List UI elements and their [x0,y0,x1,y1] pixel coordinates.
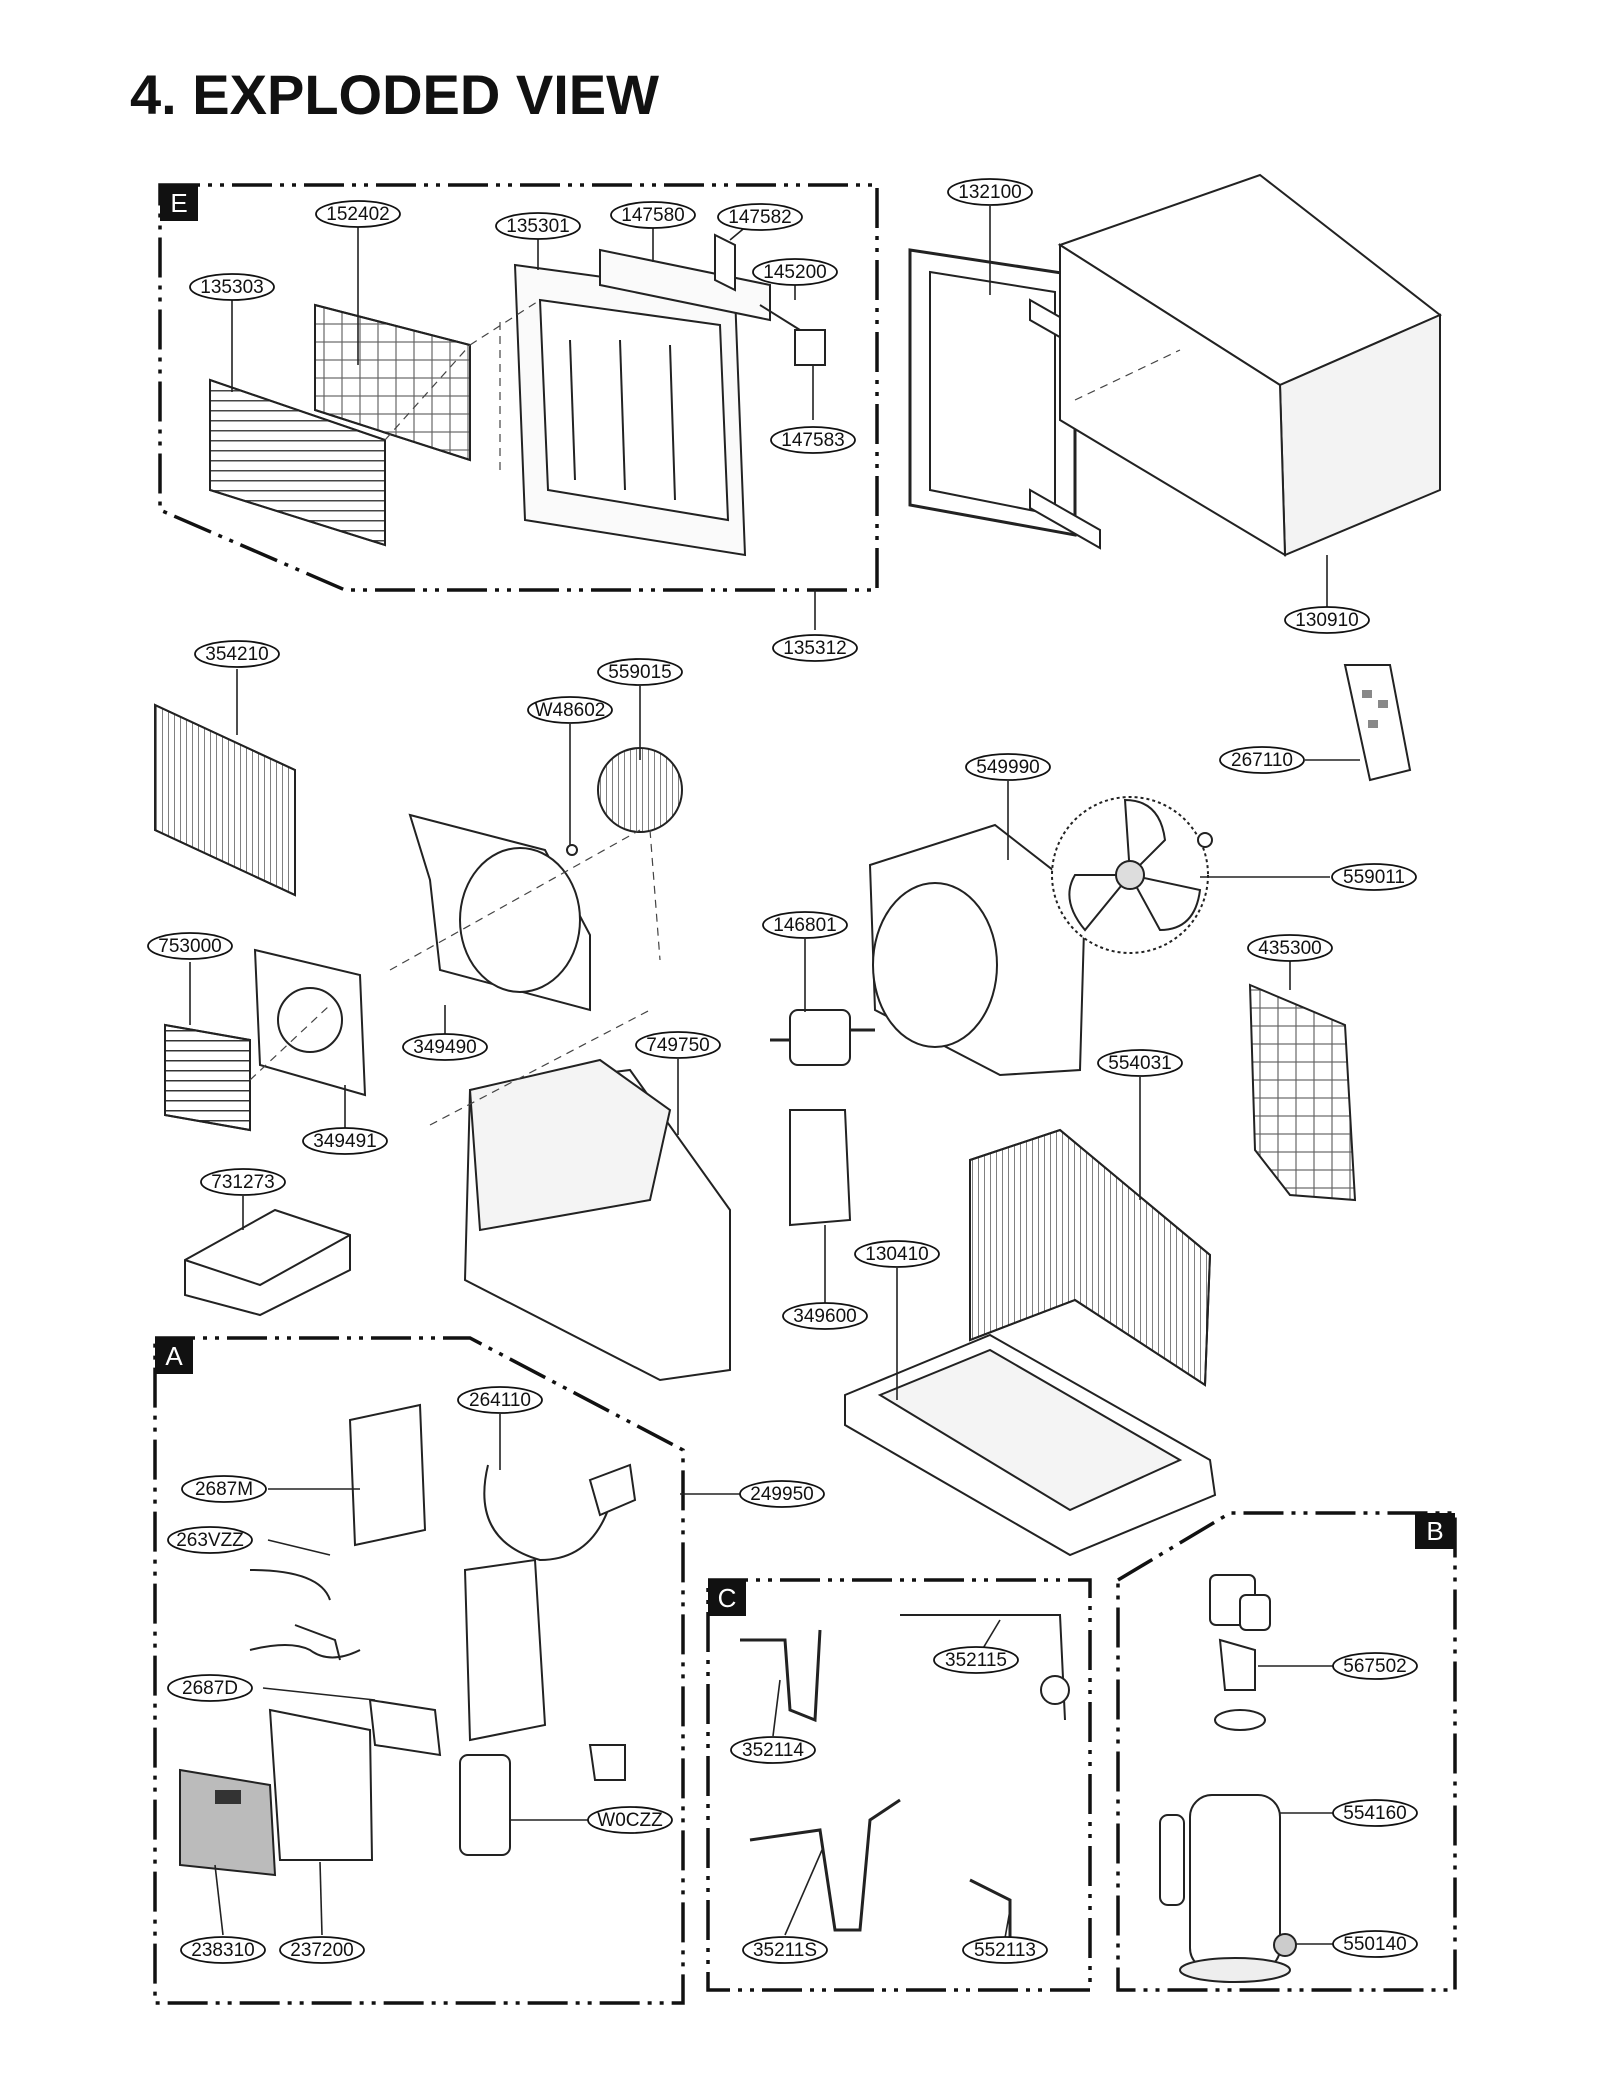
part-label-264110: 264110 [469,1390,531,1411]
front-panel-drawing [513,263,747,557]
control-box-drawing [348,1403,427,1547]
part-label-267110: 267110 [1231,750,1293,771]
motor-mount-drawing [789,1109,852,1227]
part-label-130410: 130410 [865,1244,928,1265]
base-pan-drawing [844,1333,1217,1557]
part-label-749750: 749750 [646,1035,709,1056]
section-e-letter: E [170,188,187,218]
part-label-135301: 135301 [506,216,569,237]
part-label-349600: 349600 [793,1306,856,1327]
section-a-letter: A [165,1341,183,1371]
part-label-349491: 349491 [313,1131,376,1152]
cabinet-drawing [1057,173,1442,557]
part-label-2687D: 2687D [182,1678,238,1699]
tube-352114-drawing [740,1629,822,1723]
section-c-tag [708,1580,746,1616]
evaporator-coil-drawing [154,703,296,897]
part-label-753000: 753000 [158,936,221,957]
louver-motor-drawing [794,329,826,366]
part-label-352115: 352115 [945,1650,1007,1671]
propeller-fan-drawing [1051,796,1213,954]
rear-grille-drawing [1248,983,1357,1202]
part-label-263VZZ: 263VZZ [176,1530,244,1551]
part-label-238310: 238310 [191,1940,254,1961]
part-label-354210: 354210 [205,644,268,665]
part-label-2687M: 2687M [195,1479,253,1500]
part-label-559011: 559011 [1343,867,1405,888]
part-label-147582: 147582 [728,207,791,228]
part-label-352114: 352114 [742,1740,804,1761]
part-label-249950: 249950 [750,1484,813,1505]
part-label-554031: 554031 [1108,1053,1171,1074]
base-chassis-drawing [463,1058,731,1382]
part-label-435300: 435300 [1258,938,1321,959]
part-label-135312: 135312 [783,638,846,659]
part-label-550140: 550140 [1343,1934,1406,1955]
part-label-147583: 147583 [781,430,844,451]
packing-box-drawing [184,1208,351,1317]
wire-harness-drawing [249,1569,331,1601]
control-panel-drawing [179,1768,277,1877]
remote-controller-drawing [1343,664,1412,782]
tube-35211S-drawing [749,1798,901,1932]
part-label-35211S: 35211S [753,1940,817,1961]
section-b-frame [1116,1511,1457,1992]
part-label-559015: 559015 [608,662,671,683]
display-bracket-drawing [268,1708,374,1861]
part-label-152402: 152402 [326,204,389,225]
tube-552113-drawing [969,1878,1020,1947]
shroud-drawing [868,823,1087,1077]
part-label-130910: 130910 [1295,610,1358,631]
fan-motor-drawing [770,1009,875,1066]
section-c-frame [706,1578,1092,1992]
front-grille-drawing [209,378,386,547]
part-label-554160: 554160 [1343,1803,1406,1824]
part-label-552113: 552113 [974,1940,1036,1961]
part-label-W48602: W48602 [535,700,606,721]
air-filter-drawing [314,303,471,462]
power-plug-drawing [588,1463,637,1517]
louver-drawing [599,248,771,322]
part-label-146801: 146801 [773,915,836,936]
section-a-tag [155,1338,193,1374]
section-b-tag [1415,1513,1455,1549]
section-c-letter: C [718,1583,737,1613]
heater-drawing [164,1023,251,1132]
blower-wheel-drawing [597,747,683,833]
capacitor-drawing [459,1754,511,1856]
section-a-frame [153,1336,685,2005]
bracket-plate-drawing [253,948,367,1097]
control-pcb-drawing [368,1698,442,1757]
part-label-567502: 567502 [1343,1656,1406,1677]
part-label-349490: 349490 [413,1037,476,1058]
part-label-237200: 237200 [290,1940,353,1961]
section-e-frame [158,183,879,592]
part-label-132100: 132100 [958,182,1021,203]
louver-link-drawing [714,233,736,292]
part-label-731273: 731273 [211,1172,274,1193]
power-cord-drawing [483,1464,616,1562]
control-housing-drawing [463,1558,547,1742]
air-guide-drawing [408,813,591,1012]
part-label-135303: 135303 [200,277,263,298]
part-label-549990: 549990 [976,757,1039,778]
grommet-drawing [1273,1933,1297,1957]
section-e-tag [160,185,198,221]
clip-drawing [588,1744,626,1781]
part-label-145200: 145200 [763,262,826,283]
section-b-letter: B [1426,1516,1443,1546]
part-label-W0CZZ: W0CZZ [597,1810,663,1831]
compressor-drawing [1159,1794,1291,1983]
part-label-147580: 147580 [621,205,684,226]
page-title: 4. EXPLODED VIEW [130,63,659,126]
